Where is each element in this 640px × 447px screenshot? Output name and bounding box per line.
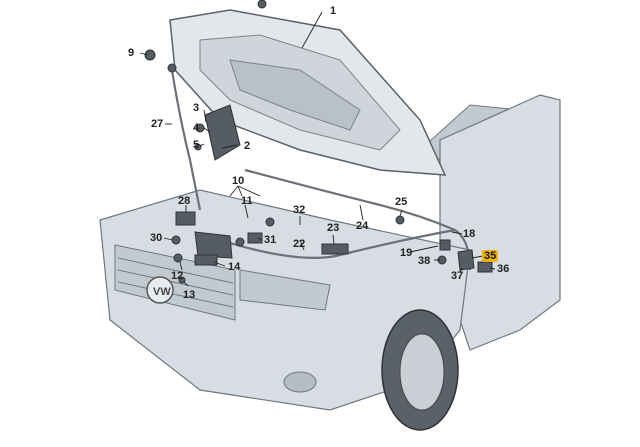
part-23-guide bbox=[321, 243, 349, 255]
label-part-37: 37 bbox=[451, 270, 464, 282]
label-part-13: 13 bbox=[183, 289, 196, 301]
vw-logo-icon bbox=[146, 276, 174, 304]
label-part-23: 23 bbox=[327, 222, 340, 234]
label-part-24: 24 bbox=[356, 220, 369, 232]
headlight bbox=[239, 269, 331, 311]
strut-upper-mount bbox=[167, 63, 177, 73]
label-part-5: 5 bbox=[193, 139, 200, 151]
part-36-bracket bbox=[477, 261, 493, 273]
part-35-safety-catch bbox=[457, 249, 475, 271]
label-part-22: 22 bbox=[293, 238, 306, 250]
lock-striker bbox=[194, 254, 218, 266]
part-28-bracket bbox=[175, 211, 196, 226]
fog-light bbox=[283, 371, 317, 393]
hood-lock bbox=[194, 231, 233, 259]
part-30-clip bbox=[171, 235, 181, 245]
release-cable-lower bbox=[219, 228, 472, 271]
label-part-9: 9 bbox=[128, 47, 135, 59]
label-part-27: 27 bbox=[151, 118, 164, 130]
label-part-32: 32 bbox=[293, 204, 306, 216]
label-part-38: 38 bbox=[418, 255, 431, 267]
part-31-clip bbox=[247, 232, 263, 244]
label-part-36: 36 bbox=[497, 263, 510, 275]
label-part-14: 14 bbox=[228, 261, 241, 273]
label-part-25: 25 bbox=[395, 196, 408, 208]
label-part-31: 31 bbox=[264, 234, 277, 246]
svg-text:VW: VW bbox=[153, 286, 171, 298]
label-part-4: 4 bbox=[193, 122, 200, 134]
part-top-clip bbox=[257, 0, 267, 9]
label-part-3: 3 bbox=[193, 102, 200, 114]
label-part-10: 10 bbox=[232, 175, 245, 187]
label-part-19: 19 bbox=[400, 247, 413, 259]
label-part-35: 35 bbox=[482, 250, 499, 262]
part-19-clip bbox=[439, 239, 451, 251]
label-part-1: 1 bbox=[330, 5, 337, 17]
wheel-rim bbox=[399, 333, 445, 411]
release-cable-upper bbox=[244, 168, 456, 232]
label-part-28: 28 bbox=[178, 195, 191, 207]
part-25-clip bbox=[395, 215, 405, 225]
label-part-11: 11 bbox=[241, 195, 253, 207]
part-9-bumper bbox=[144, 49, 156, 61]
hood-insulation bbox=[229, 59, 361, 131]
label-part-12: 12 bbox=[171, 270, 184, 282]
label-part-2: 2 bbox=[244, 140, 251, 152]
label-part-18: 18 bbox=[463, 228, 476, 240]
label-part-30: 30 bbox=[150, 232, 163, 244]
hood-strut bbox=[170, 69, 202, 211]
